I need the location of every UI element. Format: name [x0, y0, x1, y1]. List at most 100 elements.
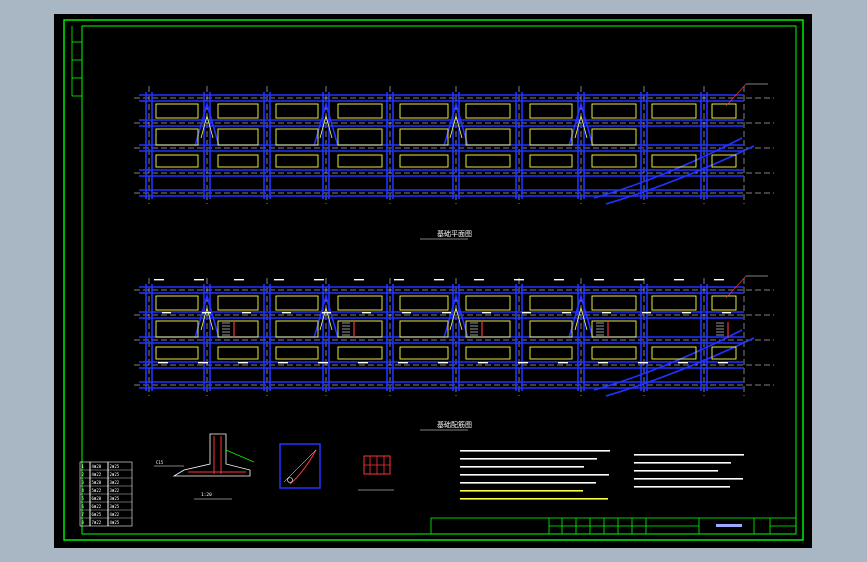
beam-annotation [674, 279, 684, 281]
beam-annotation [642, 312, 651, 314]
beam-annotation [274, 279, 284, 281]
table-cell: 6 [82, 504, 85, 509]
beam-annotation [554, 279, 564, 281]
note-line [460, 498, 608, 500]
plan-bottom-caption: 基础配筋图 [437, 420, 472, 429]
curved-beam [593, 329, 743, 391]
opening-upper [155, 103, 199, 119]
beam-annotation [398, 362, 408, 364]
title-text-mark [716, 524, 742, 527]
a-frame-opening [574, 306, 588, 331]
note-line [460, 450, 610, 452]
a-frame-support [194, 293, 220, 339]
curved-beam [605, 145, 755, 205]
table-cell: 5 [82, 496, 85, 501]
a-frame-opening [449, 306, 463, 331]
foundation-plan-bottom [134, 275, 774, 397]
binding-strip [71, 26, 82, 97]
opening-bottom [217, 346, 259, 360]
opening-upper [591, 295, 637, 311]
opening-lower [337, 320, 383, 338]
opening-upper [275, 103, 319, 119]
beam-annotation [678, 362, 688, 364]
note-line [634, 478, 743, 480]
note-line [460, 466, 584, 468]
beam-annotation [154, 279, 164, 281]
opening-bottom [275, 346, 319, 360]
note-line [634, 462, 731, 464]
beam-annotation [638, 362, 648, 364]
opening-upper [529, 295, 573, 311]
opening-bottom [591, 346, 637, 360]
beam-annotation [482, 312, 491, 314]
note-line [634, 470, 718, 472]
leader-line [725, 83, 747, 107]
plan-top-caption: 基础平面图 [437, 229, 472, 238]
table-cell: 2 [82, 472, 85, 477]
beam-annotation [402, 312, 411, 314]
beam-annotation [278, 362, 288, 364]
opening-bottom [155, 154, 199, 168]
beam-annotation [598, 362, 608, 364]
svg-text:C15: C15 [156, 460, 164, 465]
beam-annotation [438, 362, 448, 364]
beam-annotation [558, 362, 568, 364]
rebar-mesh-detail [358, 455, 394, 491]
table-cell: 3 [82, 480, 85, 485]
beam-annotation [594, 279, 604, 281]
table-cell: 4Φ20 [92, 464, 102, 469]
opening-upper [529, 103, 573, 119]
beam-annotation [282, 312, 291, 314]
beam-annotation [358, 362, 368, 364]
a-frame-support [568, 101, 594, 147]
a-frame-opening [200, 114, 214, 139]
opening-bottom [155, 346, 199, 360]
beam-annotation [518, 362, 528, 364]
opening-bottom [337, 346, 383, 360]
table-cell: 7 [82, 512, 85, 517]
a-frame-opening [319, 114, 333, 139]
table-cell: 4Φ22 [92, 472, 102, 477]
opening-lower [337, 128, 383, 146]
a-frame-opening [319, 306, 333, 331]
beam-annotation [434, 279, 444, 281]
beam-annotation [718, 362, 728, 364]
beam-annotation [198, 362, 208, 364]
opening-bottom [399, 346, 449, 360]
opening-lower [155, 128, 199, 146]
opening-upper [465, 103, 511, 119]
opening-upper [591, 103, 637, 119]
opening-upper [337, 295, 383, 311]
opening-bottom [217, 154, 259, 168]
opening-upper [651, 103, 697, 119]
table-cell: 5Φ22 [92, 488, 102, 493]
opening-upper [217, 103, 259, 119]
a-frame-opening [574, 114, 588, 139]
table-cell: 7Φ22 [92, 520, 102, 525]
opening-lower [275, 128, 319, 146]
opening-lower [399, 128, 449, 146]
opening-lower [465, 320, 511, 338]
opening-bottom [711, 154, 737, 168]
table-cell: 2Φ25 [110, 472, 120, 477]
table-cell: 4Φ22 [110, 512, 120, 517]
corner-detail [279, 443, 321, 489]
note-line [634, 454, 744, 456]
opening-upper [399, 295, 449, 311]
beam-annotation [478, 362, 488, 364]
outer-frame [63, 19, 804, 541]
opening-bottom [591, 154, 637, 168]
beam-annotation [322, 312, 331, 314]
opening-lower [529, 128, 573, 146]
opening-bottom [337, 154, 383, 168]
curved-beam [605, 337, 755, 397]
beam-annotation [318, 362, 328, 364]
beam-annotation [514, 279, 524, 281]
beam-annotation [238, 362, 248, 364]
opening-bottom [529, 154, 573, 168]
table-cell: 3Φ22 [110, 480, 120, 485]
opening-lower [399, 320, 449, 338]
opening-bottom [465, 154, 511, 168]
